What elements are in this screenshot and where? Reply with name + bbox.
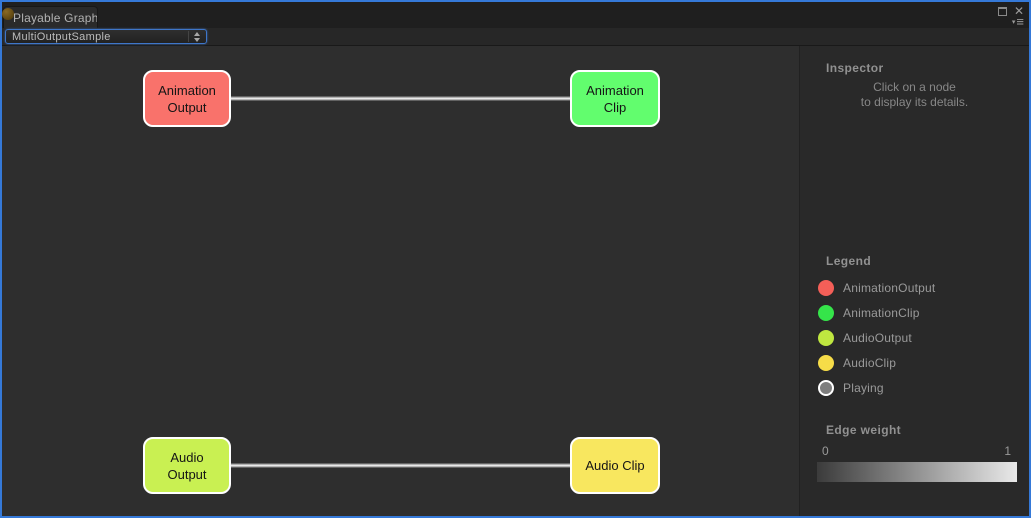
legend-label: AudioClip: [843, 355, 897, 370]
edge-weight-title: Edge weight: [826, 423, 902, 437]
legend-label: Playing: [843, 380, 884, 395]
edge-weight-max: 1: [1004, 444, 1011, 458]
node-label: Audio Clip: [585, 458, 645, 473]
playable-graph-icon: [2, 8, 14, 20]
graph-selector-value: MultiOutputSample: [12, 30, 111, 43]
legend-item-playing: Playing: [818, 375, 1021, 400]
legend-item-audio-clip: AudioClip: [818, 350, 1021, 375]
close-icon[interactable]: ✕: [1013, 4, 1024, 18]
playing-swatch-icon: [818, 379, 834, 396]
edge-animation: [231, 96, 570, 101]
inspector-placeholder-line1: Click on a node: [873, 80, 956, 94]
edge-weight-gradient-bar: [817, 462, 1017, 482]
inspector-placeholder-line2: to display its details.: [860, 95, 969, 109]
audio-clip-swatch-icon: [818, 354, 834, 371]
legend-label: AnimationClip: [843, 305, 920, 320]
edge-weight-scale: 0 1: [822, 444, 1011, 458]
menu-triangle-icon: ▾: [1011, 19, 1016, 26]
node-animation-output[interactable]: Animation Output: [143, 70, 231, 127]
menu-lines-icon: ≡: [1016, 14, 1024, 29]
dropdown-arrows-icon: [188, 31, 200, 42]
pane-menu-icon[interactable]: ▾≡: [1011, 14, 1024, 29]
node-animation-clip[interactable]: Animation Clip: [570, 70, 660, 127]
audio-output-swatch-icon: [818, 329, 834, 346]
legend-item-animation-clip: AnimationClip: [818, 300, 1021, 325]
edge-audio: [231, 463, 570, 468]
inspector-panel: Inspector Click on a node to display its…: [799, 46, 1029, 516]
legend-item-audio-output: AudioOutput: [818, 325, 1021, 350]
animation-clip-swatch-icon: [818, 304, 834, 321]
legend-label: AudioOutput: [843, 330, 912, 345]
edge-weight-min: 0: [822, 444, 829, 458]
node-label: Animation Clip: [586, 82, 644, 115]
node-label: Animation Output: [158, 82, 216, 115]
inspector-title: Inspector: [826, 61, 884, 75]
window-controls: ✕ ▾≡: [997, 4, 1024, 29]
node-label: Audio Output: [167, 449, 207, 482]
node-audio-output[interactable]: Audio Output: [143, 437, 231, 494]
legend-label: AnimationOutput: [843, 280, 936, 295]
graph-canvas[interactable]: Animation Output Animation Clip Audio Ou…: [2, 46, 799, 516]
graph-selector-dropdown[interactable]: MultiOutputSample: [5, 29, 207, 44]
tab-title: Playable Graph: [13, 10, 98, 25]
titlebar: Playable Graph ✕ ▾≡: [2, 2, 1029, 28]
animation-output-swatch-icon: [818, 279, 834, 296]
inspector-placeholder: Click on a node to display its details.: [800, 80, 1029, 110]
maximize-icon[interactable]: [997, 6, 1007, 16]
node-audio-clip[interactable]: Audio Clip: [570, 437, 660, 494]
tab-playable-graph[interactable]: Playable Graph: [3, 6, 98, 28]
toolbar: MultiOutputSample: [2, 28, 1029, 46]
legend-list: AnimationOutput AnimationClip AudioOutpu…: [818, 275, 1021, 400]
legend-item-animation-output: AnimationOutput: [818, 275, 1021, 300]
legend-title: Legend: [826, 254, 872, 268]
